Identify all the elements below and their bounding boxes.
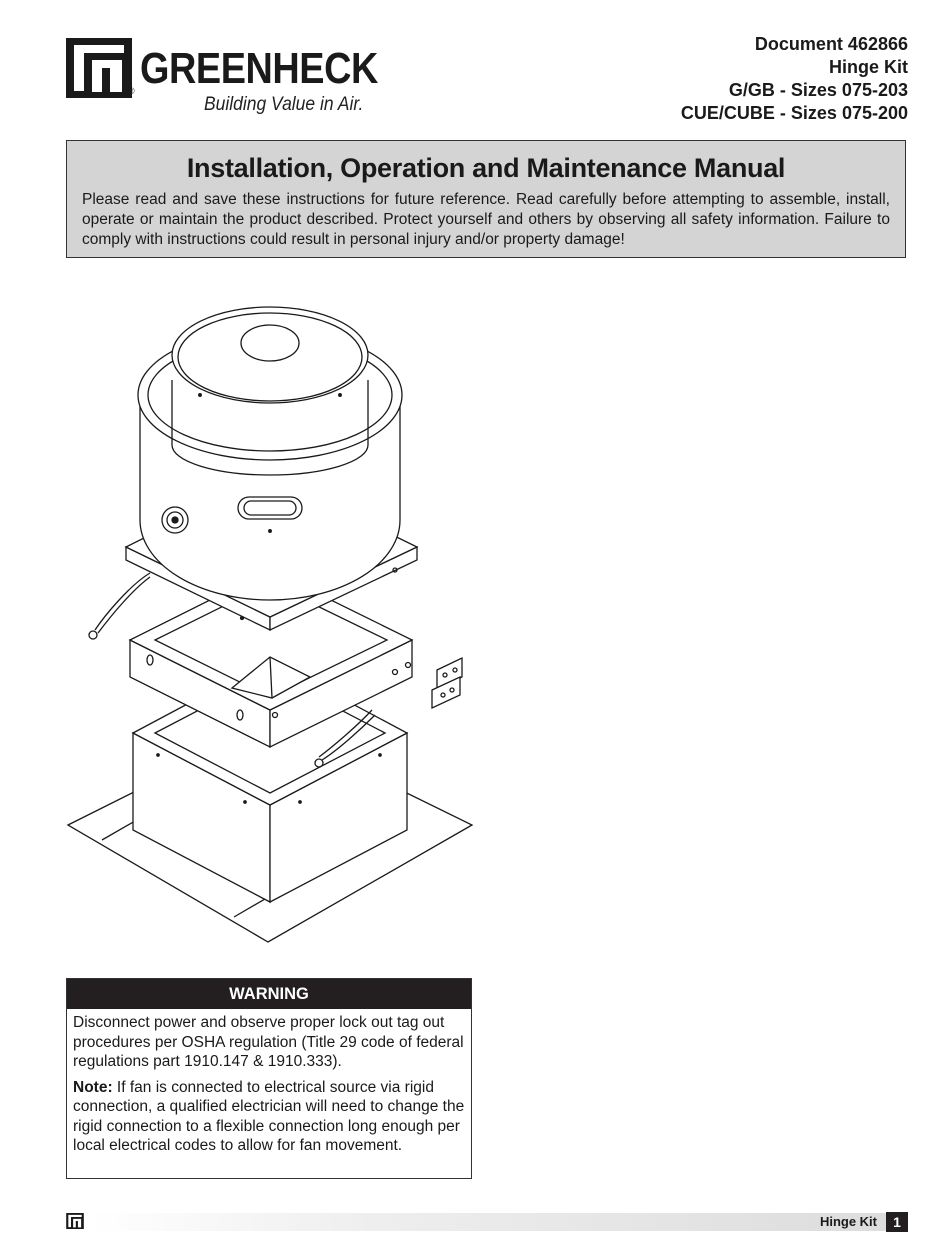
manual-intro-box: Installation, Operation and Maintenance … xyxy=(66,140,906,258)
document-number: Document 462866 xyxy=(754,34,908,54)
footer-logo-icon xyxy=(66,1213,84,1229)
model-range-cube: CUE/CUBE - Sizes 075-200 xyxy=(680,103,908,123)
restraint-cables-drawing xyxy=(88,572,376,768)
footer-label: Hinge Kit xyxy=(819,1214,877,1229)
footer-bar xyxy=(90,1213,908,1231)
document-info: Document 462866 Hinge Kit G/GB - Sizes 0… xyxy=(681,33,908,125)
page-number: 1 xyxy=(886,1212,908,1232)
warning-body: Disconnect power and observe proper lock… xyxy=(67,1009,471,1156)
warning-note-label: Note: xyxy=(73,1078,113,1096)
warning-note-text: If fan is connected to electrical source… xyxy=(73,1078,465,1155)
warning-heading: WARNING xyxy=(67,979,471,1009)
fan-housing-drawing xyxy=(137,306,403,601)
warning-box: WARNING Disconnect power and observe pro… xyxy=(66,978,472,1179)
product-name: Hinge Kit xyxy=(829,57,908,77)
hinge-plates-drawing xyxy=(431,656,463,710)
hinge-frame-drawing xyxy=(128,569,414,749)
brand-name: GREENHECK xyxy=(140,44,378,93)
manual-intro-text: Please read and save these instructions … xyxy=(82,191,890,248)
fan-hinge-kit-illustration xyxy=(66,306,474,943)
model-range-g: G/GB - Sizes 075-203 xyxy=(728,80,908,100)
greenheck-logo-mark-icon xyxy=(66,38,132,98)
brand-tagline: Building Value in Air. xyxy=(204,94,364,115)
warning-text: Disconnect power and observe proper lock… xyxy=(73,1014,464,1070)
registered-mark: ® xyxy=(128,86,135,96)
manual-title: Installation, Operation and Maintenance … xyxy=(186,153,786,183)
greenheck-logo: ® GREENHECK Building Value in Air. xyxy=(66,38,396,118)
warning-note: Note: If fan is connected to electrical … xyxy=(73,1078,465,1156)
